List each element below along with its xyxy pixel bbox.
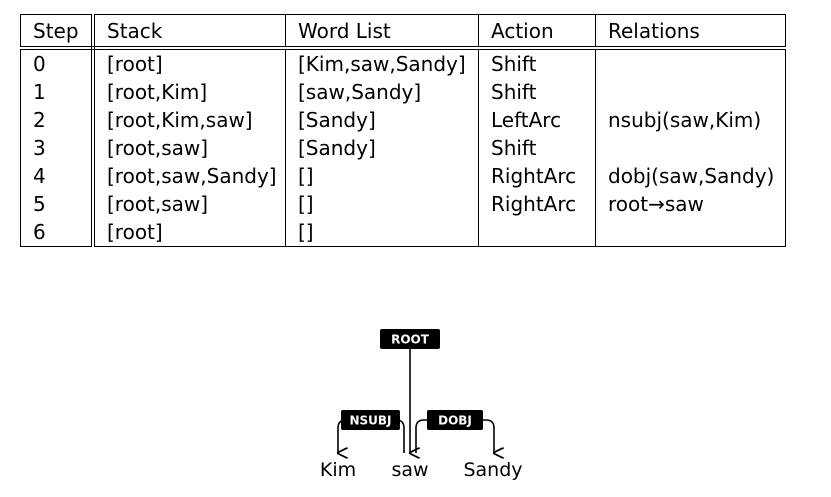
- root-tag: [380, 329, 440, 349]
- cell-word-list: [Sandy]: [285, 134, 479, 162]
- word-kim: Kim: [320, 459, 356, 481]
- table-row: 5 [root,saw] [] RightArc root→saw: [20, 190, 786, 218]
- header-stack: Stack: [92, 14, 286, 50]
- cell-action: Shift: [478, 48, 596, 78]
- cell-stack: [root,saw,Sandy]: [92, 162, 286, 190]
- cell-action: [478, 218, 596, 247]
- root-tag-label: ROOT: [391, 333, 430, 347]
- word-saw: saw: [391, 459, 428, 481]
- cell-word-list: [Sandy]: [285, 106, 479, 134]
- cell-step: 6: [20, 218, 95, 247]
- cell-stack: [root,Kim,saw]: [92, 106, 286, 134]
- cell-step: 3: [20, 134, 95, 162]
- header-step: Step: [20, 14, 95, 50]
- cell-stack: [root]: [92, 48, 286, 78]
- cell-relations: nsubj(saw,Kim): [595, 106, 786, 134]
- table-row: 6 [root] []: [20, 218, 786, 247]
- cell-action: Shift: [478, 78, 596, 106]
- table-row: 1 [root,Kim] [saw,Sandy] Shift: [20, 78, 786, 106]
- table-header-row: Step Stack Word List Action Relations: [20, 14, 786, 50]
- parse-table: Step Stack Word List Action Relations 0 …: [20, 14, 786, 247]
- cell-action: Shift: [478, 134, 596, 162]
- table-row: 4 [root,saw,Sandy] [] RightArc dobj(saw,…: [20, 162, 786, 190]
- cell-relations: [595, 78, 786, 106]
- cell-step: 5: [20, 190, 95, 218]
- cell-step: 0: [20, 48, 95, 78]
- header-word-list: Word List: [285, 14, 479, 50]
- cell-stack: [root]: [92, 218, 286, 247]
- cell-step: 1: [20, 78, 95, 106]
- cell-relations: dobj(saw,Sandy): [595, 162, 786, 190]
- cell-word-list: []: [285, 218, 479, 247]
- cell-action: LeftArc: [478, 106, 596, 134]
- header-action: Action: [478, 14, 596, 50]
- header-relations: Relations: [595, 14, 786, 50]
- nsubj-tag: [341, 410, 400, 430]
- table-row: 2 [root,Kim,saw] [Sandy] LeftArc nsubj(s…: [20, 106, 786, 134]
- cell-action: RightArc: [478, 162, 596, 190]
- nsubj-tag-label: NSUBJ: [349, 414, 391, 428]
- word-sandy: Sandy: [463, 459, 522, 481]
- cell-word-list: []: [285, 162, 479, 190]
- dobj-tag-label: DOBJ: [438, 414, 472, 428]
- cell-relations: [595, 134, 786, 162]
- cell-relations: [595, 48, 786, 78]
- table-row: 0 [root] [Kim,saw,Sandy] Shift: [20, 48, 786, 78]
- cell-word-list: []: [285, 190, 479, 218]
- cell-stack: [root,saw]: [92, 134, 286, 162]
- cell-step: 4: [20, 162, 95, 190]
- cell-relations: [595, 218, 786, 247]
- cell-stack: [root,saw]: [92, 190, 286, 218]
- cell-step: 2: [20, 106, 95, 134]
- table-row: 3 [root,saw] [Sandy] Shift: [20, 134, 786, 162]
- cell-relations: root→saw: [595, 190, 786, 218]
- cell-word-list: [Kim,saw,Sandy]: [285, 48, 479, 78]
- dobj-tag: [427, 410, 483, 430]
- cell-stack: [root,Kim]: [92, 78, 286, 106]
- cell-action: RightArc: [478, 190, 596, 218]
- cell-word-list: [saw,Sandy]: [285, 78, 479, 106]
